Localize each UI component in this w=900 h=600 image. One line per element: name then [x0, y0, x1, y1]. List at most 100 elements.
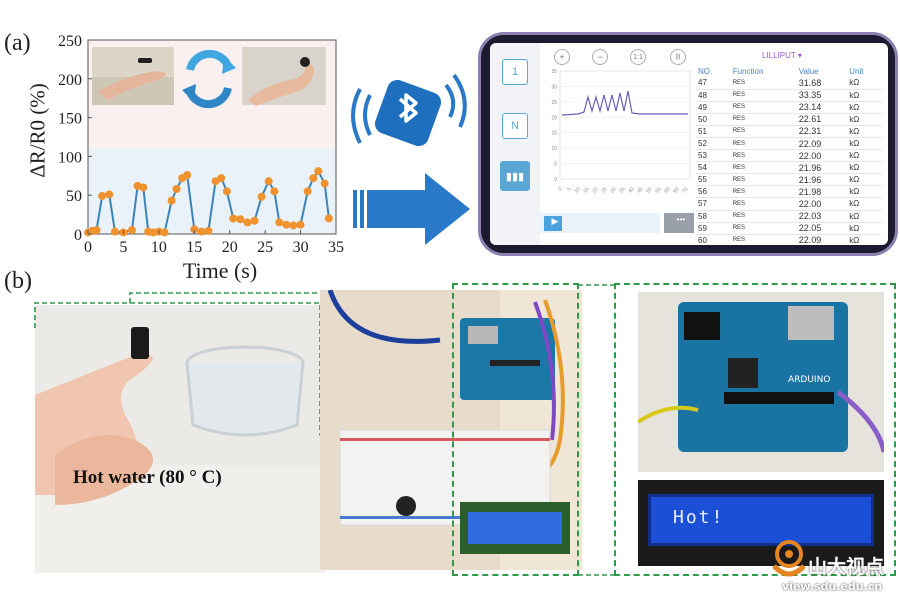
panel-a-label: (a) [4, 30, 31, 56]
cell-no: 47 [696, 77, 731, 90]
data-point [303, 187, 312, 196]
cell-unit: kΩ [847, 137, 882, 151]
x-tick-label: 25 [257, 239, 273, 256]
y-tick-label: 150 [58, 111, 82, 128]
cell-value: 22.05 [796, 222, 848, 235]
mini-x-tick-label: 45 [636, 186, 644, 194]
panel-b-label: (b) [4, 268, 32, 294]
lcd-text: Hot! [673, 507, 725, 528]
mini-y-tick-label: 10 [551, 146, 557, 152]
actual-size-button[interactable]: 1:1 [630, 49, 646, 65]
data-point [160, 228, 169, 237]
arduino-board [460, 318, 555, 400]
finger-straight-photo [92, 47, 174, 105]
mini-x-tick-label: 25 [600, 186, 608, 194]
cell-function: RES [730, 234, 797, 245]
mini-x-tick-label: 65 [672, 186, 680, 194]
cell-unit: kΩ [847, 234, 882, 245]
data-point [197, 227, 206, 236]
zoom-panel-frame [614, 283, 896, 576]
play-button[interactable]: ▶ [551, 216, 559, 226]
x-tick-label: 15 [186, 239, 202, 256]
arduino-brand: ARDUINO [788, 375, 830, 385]
cell-value: 22.03 [796, 210, 848, 223]
cell-no: 51 [696, 125, 731, 138]
data-point [282, 220, 291, 229]
cell-unit: kΩ [847, 101, 882, 114]
y-tick-label: 100 [58, 149, 82, 166]
zoom-in-button[interactable]: + [554, 49, 570, 65]
cell-unit: kΩ [847, 161, 882, 175]
chart-lower-band [88, 148, 336, 234]
x-tick-label: 35 [328, 239, 344, 256]
hand [35, 327, 153, 505]
cell-no: 48 [696, 89, 731, 102]
x-tick-label: 5 [119, 239, 127, 256]
more-button[interactable]: ••• [676, 215, 686, 224]
cell-function: RES [730, 125, 797, 138]
mini-y-tick-label: 20 [551, 115, 557, 121]
mini-x-tick-label: 70 [681, 186, 689, 194]
header-value: Value [798, 66, 819, 76]
y-tick-label: 50 [66, 188, 82, 205]
header-function: Function [732, 66, 764, 76]
cell-function: RES [730, 210, 797, 223]
watermark-url: view.sdu.edu.cn [782, 580, 883, 593]
cell-no: 57 [696, 197, 731, 211]
mini-x-tick-label: 55 [654, 186, 662, 194]
x-tick-label: 0 [84, 239, 92, 256]
data-point [309, 174, 318, 183]
cell-value: 33.35 [796, 89, 848, 102]
cell-no: 60 [696, 234, 731, 245]
cell-value: 22.00 [796, 149, 848, 163]
fit-view-button[interactable]: 1 [502, 59, 528, 85]
cell-value: 21.96 [796, 173, 848, 187]
lcd-module-small [460, 502, 570, 554]
cell-value: 22.00 [796, 197, 848, 211]
data-point [229, 214, 238, 223]
cell-unit: kΩ [847, 113, 882, 126]
normal-view-button[interactable]: N [502, 113, 528, 139]
cell-unit: kΩ [847, 173, 882, 187]
data-point [167, 196, 176, 205]
cell-unit: kΩ [847, 210, 882, 223]
data-point [320, 179, 329, 188]
beaker [185, 345, 305, 437]
mini-x-tick-label: 20 [591, 186, 599, 194]
right-arrow-icon [353, 173, 470, 245]
cell-unit: kΩ [847, 77, 882, 90]
cell-unit: kΩ [847, 197, 882, 211]
watermark-title: 山大视点 [808, 556, 885, 578]
mini-y-tick-label: 35 [551, 69, 557, 75]
bars-button[interactable]: ||| [670, 49, 686, 65]
data-point [172, 184, 181, 193]
cell-value: 22.61 [796, 113, 848, 126]
data-point [270, 187, 279, 196]
chart-view-button[interactable]: ▮▮▮ [500, 161, 530, 191]
x-axis-label: Time (s) [182, 258, 258, 283]
data-point [264, 177, 273, 186]
zoom-out-button[interactable]: − [592, 49, 608, 65]
cell-function: RES [730, 137, 797, 151]
mini-x-tick-label: 30 [609, 186, 617, 194]
mini-x-tick-label: 35 [618, 186, 626, 194]
cell-function: RES [730, 113, 797, 126]
cell-unit: kΩ [847, 222, 882, 235]
cell-function: RES [730, 185, 797, 199]
cell-no: 59 [696, 222, 731, 235]
cell-function: RES [730, 149, 797, 163]
cell-function: RES [730, 161, 797, 175]
lcd-screen: Hot! [648, 494, 874, 546]
cell-function: RES [730, 173, 797, 187]
data-point [296, 220, 305, 229]
